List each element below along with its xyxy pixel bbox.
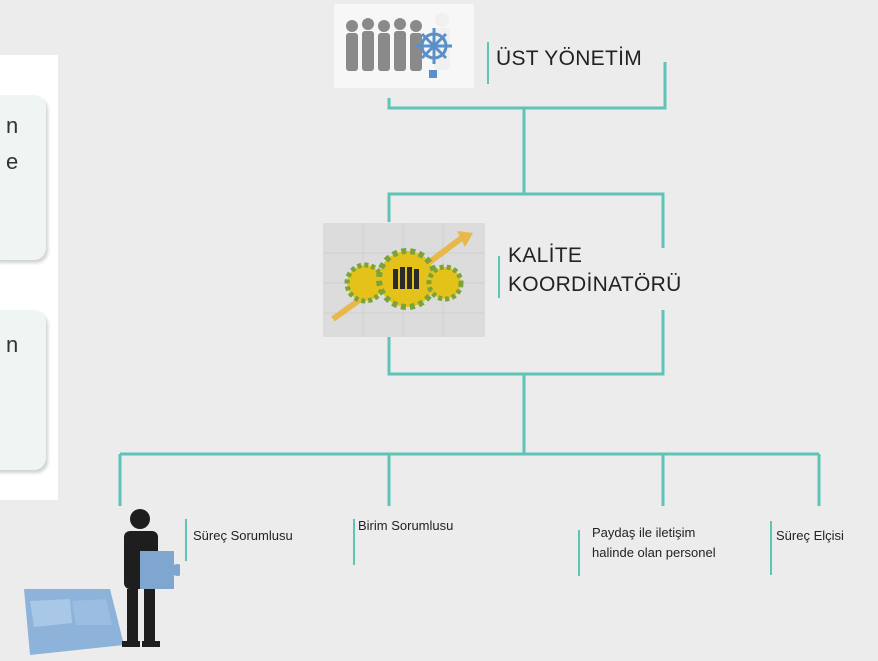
bottom-bar-4 (770, 521, 772, 575)
leadership-image (334, 4, 474, 88)
bottom-bar-2 (353, 519, 355, 565)
top-label-bar (487, 42, 489, 84)
left-panel: n e n (0, 55, 58, 500)
quality-image (323, 223, 485, 337)
middle-lower-bracket (387, 310, 665, 376)
info-card-1: n e (0, 95, 46, 260)
stakeholder-contact-line2: halinde olan personel (592, 545, 716, 560)
gears-growth-icon (323, 223, 485, 337)
unit-owner-label: Birim Sorumlusu (358, 518, 454, 533)
process-owner-label: Süreç Sorumlusu (193, 528, 293, 543)
middle-label-bar (498, 256, 500, 298)
card-2-text-top: n (6, 332, 19, 357)
card-1-text-bottom: e (6, 149, 19, 174)
card-1-text-top: n (6, 113, 19, 138)
quality-coordinator-line2: KOORDİNATÖRÜ (508, 273, 682, 296)
bottom-bar-1 (185, 519, 187, 561)
team-helm-icon (346, 13, 452, 78)
bottom-bar-3 (578, 530, 580, 576)
puzzle-businessman-icon (24, 509, 180, 655)
top-bracket (387, 62, 667, 110)
process-ambassador-label: Süreç Elçisi (776, 528, 844, 543)
middle-upper-bracket (387, 192, 665, 248)
top-management-label: ÜST YÖNETİM (496, 47, 643, 70)
info-card-2: n (0, 310, 46, 470)
quality-coordinator-line1: KALİTE (508, 244, 583, 267)
stakeholder-contact-line1: Paydaş ile iletişim (592, 525, 696, 540)
